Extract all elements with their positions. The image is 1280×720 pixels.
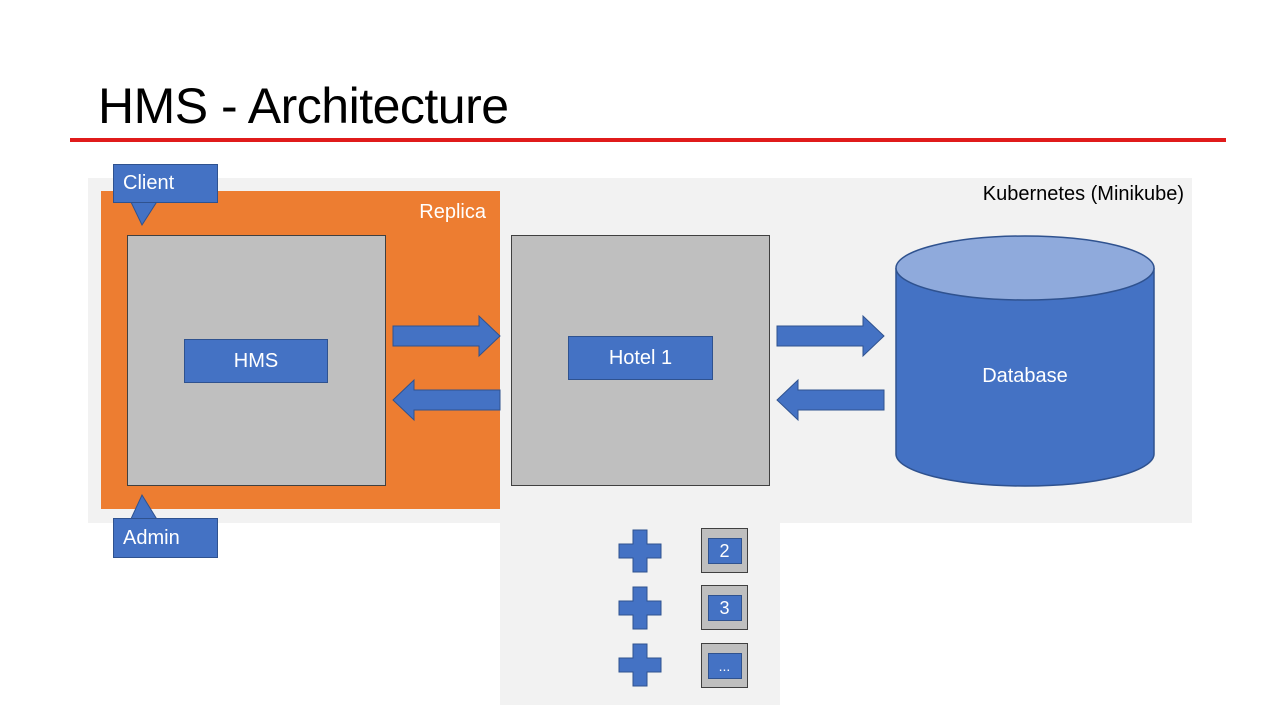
hotel-2-label: 2 — [707, 537, 742, 564]
arrow-right-hotel-to-database — [776, 314, 885, 358]
hms-label: HMS — [184, 339, 328, 383]
slide-title: HMS - Architecture — [98, 78, 509, 134]
plus-icon — [618, 643, 662, 687]
hotel-3-node: 3 — [701, 585, 748, 630]
database-label: Database — [982, 365, 1068, 387]
client-callout: Client — [113, 164, 218, 203]
arrow-right-hms-to-hotel — [392, 314, 501, 358]
arrow-left-hotel-to-hms — [392, 378, 501, 422]
admin-callout: Admin — [113, 518, 218, 558]
title-underline — [70, 138, 1226, 142]
hotel-more-node: ... — [701, 643, 748, 688]
kubernetes-cluster-label: Kubernetes (Minikube) — [982, 183, 1184, 205]
replica-label: Replica — [419, 201, 486, 223]
hotel-3-label: 3 — [707, 594, 742, 621]
hms-node — [127, 235, 386, 486]
plus-icon — [618, 586, 662, 630]
client-callout-pointer — [129, 200, 159, 227]
database-cylinder — [895, 235, 1155, 487]
arrow-left-database-to-hotel — [776, 378, 885, 422]
hotel-2-node: 2 — [701, 528, 748, 573]
hotel-1-label: Hotel 1 — [568, 336, 713, 380]
plus-icon — [618, 529, 662, 573]
admin-callout-pointer — [129, 493, 159, 521]
hotel-more-label: ... — [707, 652, 742, 679]
